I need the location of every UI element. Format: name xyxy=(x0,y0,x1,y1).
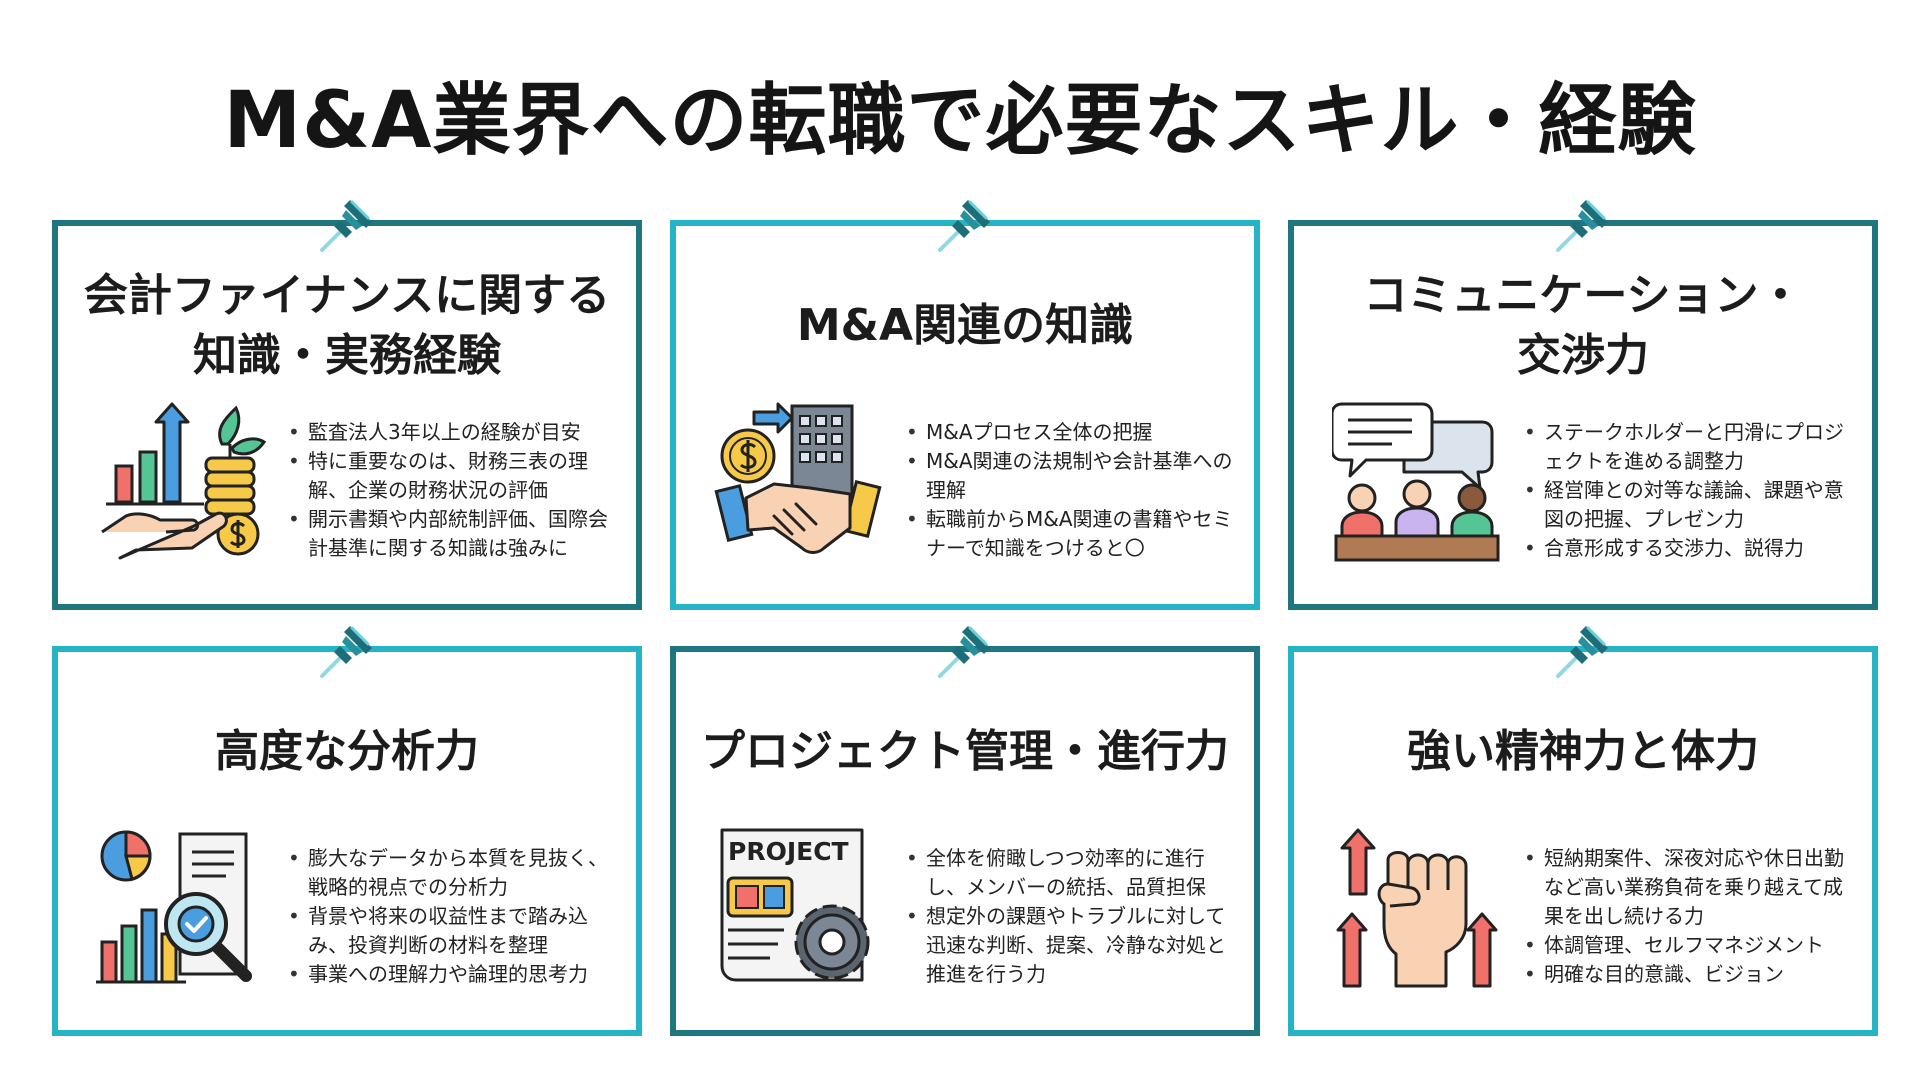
card-accounting-finance: 会計ファイナンスに関する 知識・実務経験 監査法人3年以上の経験が目安 特に重要… xyxy=(52,198,642,610)
bullet-item: 短納期案件、深夜対応や休日出勤など高い業務負荷を乗り越えて成果を出し続ける力 xyxy=(1522,844,1862,931)
card-title: M&A関連の知識 xyxy=(676,266,1254,386)
pushpin-icon xyxy=(320,198,374,252)
pushpin-icon xyxy=(938,198,992,252)
bullet-item: 体調管理、セルフマネジメント xyxy=(1522,931,1862,960)
bullet-list: 短納期案件、深夜対応や休日出勤など高い業務負荷を乗り越えて成果を出し続ける力 体… xyxy=(1522,844,1862,989)
card-analysis: 高度な分析力 膨大なデータから本質を見抜く、戦略的視点での分析力 背景や将来の収… xyxy=(52,624,642,1036)
bullet-item: 監査法人3年以上の経験が目安 xyxy=(286,418,626,447)
card-mental-physical-strength: 強い精神力と体力 短納期案件、深夜対応や休日出勤など高い業務負荷を乗り越えて成果… xyxy=(1288,624,1878,1036)
bullet-list: 全体を俯瞰しつつ効率的に進行し、メンバーの統括、品質担保 想定外の課題やトラブル… xyxy=(904,844,1244,989)
bullet-item: 事業への理解力や論理的思考力 xyxy=(286,960,626,989)
project-label: PROJECT xyxy=(728,837,849,866)
card-title-line: M&A関連の知識 xyxy=(796,300,1134,351)
bullet-item: 特に重要なのは、財務三表の理解、企業の財務状況の評価 xyxy=(286,447,626,505)
card-title-line: コミュニケーション・ xyxy=(1363,270,1803,321)
bullet-item: 全体を俯瞰しつつ効率的に進行し、メンバーの統括、品質担保 xyxy=(904,844,1244,902)
coins-growth-chart-icon xyxy=(101,402,266,560)
bullet-item: 経営陣との対等な議論、課題や意図の把握、プレゼン力 xyxy=(1522,476,1862,534)
bullet-list: 膨大なデータから本質を見抜く、戦略的視点での分析力 背景や将来の収益性まで踏み込… xyxy=(286,844,626,989)
pushpin-icon xyxy=(1556,624,1610,678)
bullet-item: 転職前からM&A関連の書籍やセミナーで知識をつけると〇 xyxy=(904,505,1244,563)
bullet-item: 想定外の課題やトラブルに対して迅速な判断、提案、冷静な対処と推進を行う力 xyxy=(904,902,1244,989)
raised-fist-arrows-icon xyxy=(1336,828,1498,988)
card-project-management: プロジェクト管理・進行力 PROJECT 全体を俯瞰しつつ効率的に進行し、メンバ… xyxy=(670,624,1260,1036)
data-analysis-icon xyxy=(96,830,252,984)
card-title: 強い精神力と体力 xyxy=(1294,692,1872,812)
card-title-line: 交渉力 xyxy=(1517,330,1649,381)
bullet-item: 背景や将来の収益性まで踏み込み、投資判断の材料を整理 xyxy=(286,902,626,960)
project-document-gear-icon: PROJECT xyxy=(720,828,870,982)
bullet-item: 明確な目的意識、ビジョン xyxy=(1522,960,1862,989)
bullet-item: 膨大なデータから本質を見抜く、戦略的視点での分析力 xyxy=(286,844,626,902)
meeting-discussion-icon xyxy=(1332,402,1500,562)
card-title-line: 高度な分析力 xyxy=(215,726,479,777)
card-title-line: 会計ファイナンスに関する xyxy=(83,270,611,321)
bullet-item: 合意形成する交渉力、説得力 xyxy=(1522,534,1862,563)
card-title-line: 強い精神力と体力 xyxy=(1407,726,1759,777)
bullet-item: ステークホルダーと円滑にプロジェクトを進める調整力 xyxy=(1522,418,1862,476)
bullet-list: ステークホルダーと円滑にプロジェクトを進める調整力 経営陣との対等な議論、課題や… xyxy=(1522,418,1862,563)
bullet-list: M&Aプロセス全体の把握 M&A関連の法規制や会計基準への理解 転職前からM&A… xyxy=(904,418,1244,563)
bullet-item: M&Aプロセス全体の把握 xyxy=(904,418,1244,447)
card-communication-negotiation: コミュニケーション・ 交渉力 ステークホルダーと円滑にプロジェクトを進める調整力… xyxy=(1288,198,1878,610)
bullet-item: M&A関連の法規制や会計基準への理解 xyxy=(904,447,1244,505)
card-title: プロジェクト管理・進行力 xyxy=(676,692,1254,812)
card-title-line: 知識・実務経験 xyxy=(193,330,501,381)
card-title: コミュニケーション・ 交渉力 xyxy=(1294,266,1872,386)
card-ma-knowledge: M&A関連の知識 M&Aプロセス全体の把握 M&A関連の法規制や会計基準への理解… xyxy=(670,198,1260,610)
pushpin-icon xyxy=(938,624,992,678)
card-title: 会計ファイナンスに関する 知識・実務経験 xyxy=(58,266,636,386)
card-title: 高度な分析力 xyxy=(58,692,636,812)
pushpin-icon xyxy=(320,624,374,678)
card-title-line: プロジェクト管理・進行力 xyxy=(701,726,1229,777)
bullet-list: 監査法人3年以上の経験が目安 特に重要なのは、財務三表の理解、企業の財務状況の評… xyxy=(286,418,626,563)
pushpin-icon xyxy=(1556,198,1610,252)
page-title: M&A業界への転職で必要なスキル・経験 xyxy=(223,76,1697,166)
handshake-building-icon xyxy=(714,402,882,554)
bullet-item: 開示書類や内部統制評価、国際会計基準に関する知識は強みに xyxy=(286,505,626,563)
